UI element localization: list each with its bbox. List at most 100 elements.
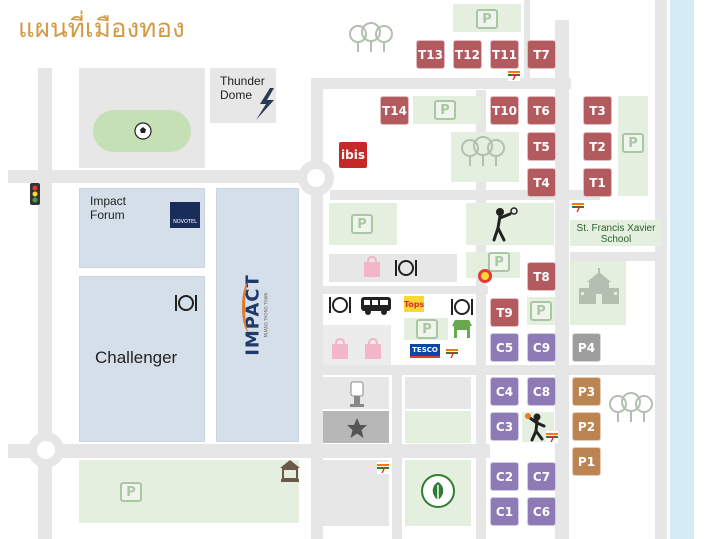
lightning-icon (252, 88, 276, 120)
seven-eleven-icon: 7 (446, 344, 458, 360)
block-c7[interactable]: C7 (527, 462, 556, 491)
block-c6[interactable]: C6 (527, 497, 556, 526)
seven-eleven-icon: 7 (377, 459, 389, 475)
block-t12[interactable]: T12 (453, 40, 482, 69)
road-horizontal-bottom (8, 444, 490, 458)
novotel-label: NOVOTEL (173, 219, 197, 225)
tree-icon (460, 136, 506, 168)
road-west-vertical (38, 68, 52, 539)
road-north (311, 78, 571, 89)
shopping-bag-icon (363, 337, 383, 360)
block-t1[interactable]: T1 (583, 168, 612, 197)
block-t9[interactable]: T9 (490, 298, 519, 327)
fork-knife-icon (327, 296, 353, 314)
challenger-label: Challenger (95, 348, 178, 367)
road-east-vertical (555, 20, 569, 539)
block-t3[interactable]: T3 (583, 96, 612, 125)
impact-arena-area (216, 188, 299, 442)
parking-icon: P (416, 319, 438, 339)
road-inner-horizontal (323, 286, 488, 294)
ibis-hotel-logo: ibis (339, 142, 367, 168)
tennis-court-area (466, 203, 554, 245)
block-p2[interactable]: P2 (572, 412, 601, 441)
road-mid-horizontal (323, 365, 665, 375)
impact-swoosh (242, 282, 256, 332)
parking-icon: P (351, 214, 373, 234)
fork-knife-icon (449, 298, 475, 316)
fork-knife-icon (393, 259, 419, 277)
road-c-column (476, 90, 486, 539)
parking-area-center-west (329, 203, 397, 245)
block-p1[interactable]: P1 (572, 447, 601, 476)
block-t14[interactable]: T14 (380, 96, 409, 125)
parking-icon: P (622, 133, 644, 153)
seven-eleven-icon: 7 (508, 66, 520, 82)
block-p4[interactable]: P4 (572, 333, 601, 362)
tops-logo: Tops (404, 296, 424, 312)
tennis-player-icon (488, 206, 518, 242)
shopping-bag-icon (362, 255, 382, 278)
tree-icon (348, 22, 394, 54)
pavilion-icon (280, 460, 300, 482)
shop-area-mid (329, 254, 457, 282)
tesco-logo: TESCO (410, 344, 440, 358)
school-building-icon (577, 268, 621, 308)
block-p3[interactable]: P3 (572, 377, 601, 406)
block-t6[interactable]: T6 (527, 96, 556, 125)
market-icon (477, 268, 493, 284)
tops-label: Tops (403, 299, 425, 309)
monument-icon (348, 380, 366, 408)
fork-knife-icon (173, 294, 199, 312)
parking-icon: P (488, 252, 510, 272)
block-c3[interactable]: C3 (490, 412, 519, 441)
impact-forum-area (79, 188, 205, 268)
block-c4[interactable]: C4 (490, 377, 519, 406)
parking-icon: P (120, 482, 142, 502)
block-t13[interactable]: T13 (416, 40, 445, 69)
school-label: St. Francis Xavier School (576, 223, 656, 245)
school-label-area (570, 220, 662, 246)
svg-text:7: 7 (449, 351, 455, 359)
basketball-player-icon (524, 412, 552, 442)
block-t4[interactable]: T4 (527, 168, 556, 197)
thunder-dome-area (210, 68, 276, 123)
road-far-east-horizontal (570, 252, 665, 261)
block-c8[interactable]: C8 (527, 377, 556, 406)
lot-area-2 (405, 411, 471, 443)
svg-text:7: 7 (511, 73, 517, 81)
impact-forum-label: Impact Forum (90, 194, 127, 222)
block-t10[interactable]: T10 (490, 96, 519, 125)
road-horizontal-top-east (330, 190, 600, 200)
block-c1[interactable]: C1 (490, 497, 519, 526)
road-short-vertical (524, 0, 530, 78)
star-icon (346, 417, 368, 439)
block-c9[interactable]: C9 (527, 333, 556, 362)
road-central-vertical (311, 80, 323, 539)
novotel-logo: NOVOTEL (170, 202, 200, 228)
block-t5[interactable]: T5 (527, 132, 556, 161)
parking-icon: P (530, 301, 552, 321)
block-c5[interactable]: C5 (490, 333, 519, 362)
road-far-east-vertical (655, 0, 667, 539)
roundabout-south-center (37, 441, 55, 459)
seven-eleven-icon: 7 (572, 198, 584, 214)
roundabout-north-center (307, 169, 325, 187)
parking-icon: P (434, 100, 456, 120)
svg-text:7: 7 (575, 205, 581, 213)
river (670, 0, 694, 539)
tree-icon (608, 392, 654, 424)
parking-area-southwest (79, 460, 299, 523)
parking-area-center-east (466, 252, 520, 278)
block-t2[interactable]: T2 (583, 132, 612, 161)
park-area-center (451, 132, 519, 182)
map-title: แผนที่เมืองทอง (18, 14, 185, 44)
shopping-bag-icon (330, 337, 350, 360)
lot-area-1 (405, 377, 471, 409)
impact-logo-sub: MUANG THONG THANI (263, 292, 269, 338)
block-t8[interactable]: T8 (527, 262, 556, 291)
block-t11[interactable]: T11 (490, 40, 519, 69)
svg-text:7: 7 (380, 466, 386, 474)
block-c2[interactable]: C2 (490, 462, 519, 491)
block-t7[interactable]: T7 (527, 40, 556, 69)
market-stall-icon (451, 318, 473, 340)
